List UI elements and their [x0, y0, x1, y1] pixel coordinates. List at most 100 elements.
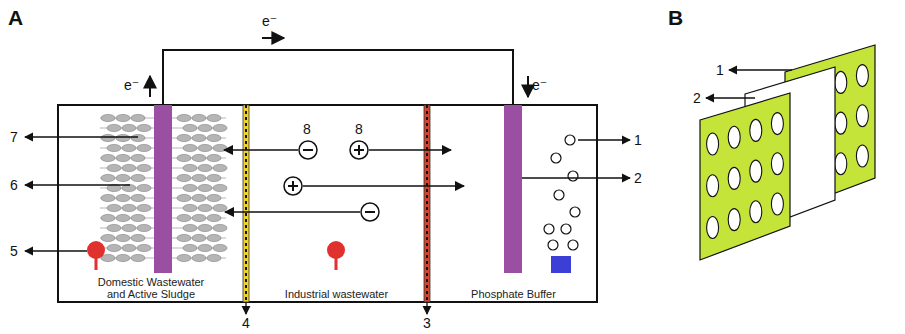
bacterium — [116, 234, 130, 241]
bacterium — [183, 144, 197, 151]
callout-number: 2 — [693, 90, 701, 106]
bacterium — [107, 164, 121, 171]
bacterium — [177, 254, 191, 261]
bacterium — [183, 184, 197, 191]
chamber: Domestic Wastewater and Active Sludge — [58, 105, 244, 302]
plate-hole — [835, 153, 847, 175]
bacterium — [101, 134, 115, 141]
bubble — [565, 135, 575, 145]
plate-hole — [750, 201, 762, 223]
bacterium — [101, 154, 115, 161]
bacterium — [207, 214, 221, 221]
bacterium — [213, 244, 227, 251]
callout-number: 8 — [303, 121, 311, 137]
bacterium — [207, 234, 221, 241]
bubble — [551, 153, 561, 163]
plate-hole — [728, 167, 740, 189]
callout-number: 6 — [10, 177, 18, 193]
electron-label: e⁻ — [124, 77, 139, 93]
cation-symbol — [350, 141, 368, 159]
ion-arrow — [224, 149, 298, 151]
leader-line — [25, 184, 130, 185]
anion-symbol — [361, 203, 379, 221]
bacterium — [122, 164, 136, 171]
plate-hole — [856, 105, 868, 127]
callout-number: 3 — [423, 315, 431, 331]
bacterium — [177, 194, 191, 201]
reactor-housing — [58, 105, 597, 302]
bacterium — [122, 204, 136, 211]
bacterium — [107, 124, 121, 131]
bacterium — [207, 114, 221, 121]
leader-line — [245, 302, 246, 314]
bubble — [568, 240, 578, 250]
bacterium — [101, 194, 115, 201]
bacterium — [192, 154, 206, 161]
membrane-pattern — [426, 105, 428, 302]
bacterium — [177, 134, 191, 141]
electron-label: e⁻ — [532, 77, 547, 93]
plate-hole — [707, 175, 719, 197]
bacterium — [207, 134, 221, 141]
bacterium — [183, 244, 197, 251]
bacterium — [131, 134, 145, 141]
bacterium — [192, 194, 206, 201]
bacterium — [122, 124, 136, 131]
bacterium — [213, 224, 227, 231]
ion-arrow — [303, 185, 464, 187]
bubble — [561, 224, 571, 234]
bacterium — [177, 174, 191, 181]
bubble — [554, 190, 564, 200]
bacterium — [177, 214, 191, 221]
bacterium — [207, 154, 221, 161]
bacterium — [198, 124, 212, 131]
bacterium — [198, 144, 212, 151]
bacterium — [107, 144, 121, 151]
bacterium — [213, 164, 227, 171]
plate-hole — [728, 209, 740, 231]
gas-bubbles — [544, 135, 580, 250]
bacterium — [131, 194, 145, 201]
leader-line — [706, 97, 755, 98]
bacterium — [137, 224, 151, 231]
bacterium — [192, 174, 206, 181]
bacterium — [116, 114, 130, 121]
bacterium — [122, 244, 136, 251]
bacterium — [213, 124, 227, 131]
bacterium — [207, 174, 221, 181]
bacterium — [183, 164, 197, 171]
bacterium — [192, 134, 206, 141]
bacterium — [177, 234, 191, 241]
bacterium — [192, 254, 206, 261]
plate-hole — [750, 119, 762, 141]
stirrer — [87, 241, 105, 259]
membrane — [243, 105, 249, 302]
ion-arrow — [225, 211, 360, 213]
bacterium — [131, 154, 145, 161]
anion-symbol — [299, 141, 317, 159]
membrane-pattern — [245, 105, 247, 302]
bubble — [568, 171, 578, 181]
bacterium — [101, 214, 115, 221]
panel-letter: B — [668, 6, 683, 30]
plate-hole — [835, 112, 847, 134]
bacterium — [116, 194, 130, 201]
leader-line — [426, 302, 427, 314]
callout-number: 7 — [10, 129, 18, 145]
bacterium — [207, 254, 221, 261]
bacterium — [107, 224, 121, 231]
chamber-label: Industrial wastewater — [257, 288, 417, 300]
bacterium — [137, 144, 151, 151]
chamber: Phosphate Buffer — [430, 105, 597, 302]
electrode-assembly — [700, 45, 875, 260]
leader-line — [729, 69, 792, 70]
bacterium — [198, 224, 212, 231]
bacterium — [116, 174, 130, 181]
bacterium — [192, 214, 206, 221]
callout-number: 1 — [716, 62, 724, 78]
bacterium — [107, 244, 121, 251]
bacterium — [137, 184, 151, 191]
bacterium — [192, 114, 206, 121]
bacterium — [183, 224, 197, 231]
